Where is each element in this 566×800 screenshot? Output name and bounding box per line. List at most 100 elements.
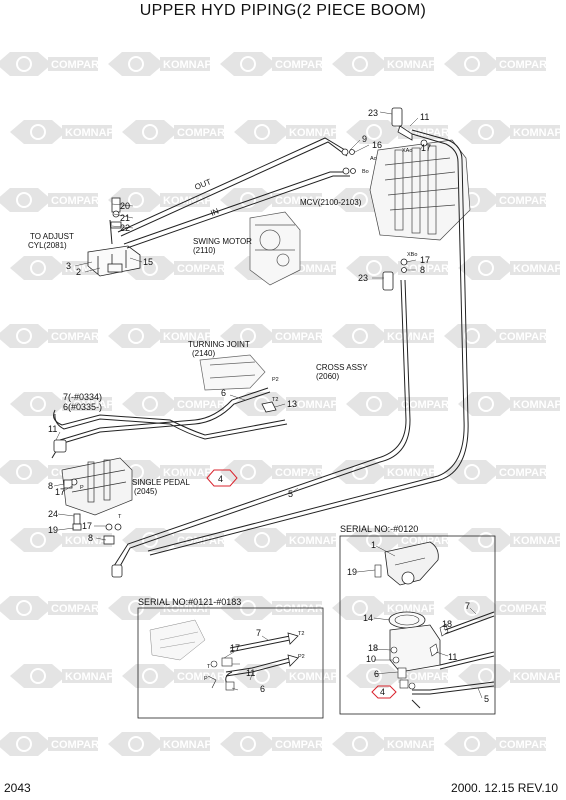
inset-a-callout-14: 14 bbox=[363, 613, 373, 623]
watermark-text: KOMNAPT bbox=[289, 263, 345, 275]
watermark-tile: COMPART bbox=[122, 256, 232, 280]
label-to-adjust-2: CYL(2081) bbox=[28, 241, 67, 250]
adjust-valve-block bbox=[87, 245, 141, 277]
watermark-tile: KOMNAPT bbox=[108, 732, 219, 756]
callout-23-mid: 23 bbox=[358, 273, 368, 283]
watermark-text: COMPART bbox=[177, 127, 232, 139]
callout-17-top: 17 bbox=[421, 143, 431, 153]
callout-16: 16 bbox=[372, 140, 382, 150]
watermark-tile: COMPART bbox=[220, 324, 330, 348]
callout-23-top: 23 bbox=[368, 108, 378, 118]
watermark-text: KOMNAPT bbox=[163, 603, 219, 615]
label-out: OUT bbox=[193, 177, 212, 192]
watermark-text: KOMNAPT bbox=[289, 535, 345, 547]
watermark-text: COMPART bbox=[401, 127, 456, 139]
watermark-text: KOMNAPT bbox=[513, 399, 566, 411]
main-callouts: 23 11 9 16 17 20 21 22 3 2 15 23 17 8 6 … bbox=[48, 108, 431, 543]
label-cross-assy-2: (2060) bbox=[316, 372, 339, 381]
swing-motor bbox=[249, 211, 301, 286]
label-mcv: MCV(2100-2103) bbox=[300, 198, 362, 207]
label-turning-joint-2: (2140) bbox=[192, 349, 215, 358]
callout-17-mid: 17 bbox=[420, 255, 430, 265]
watermark-text: KOMNAPT bbox=[387, 739, 443, 751]
revision-date: 2000. 12.15 REV.10 bbox=[451, 781, 558, 795]
watermark-tile: KOMNAPT bbox=[332, 596, 443, 620]
callout-17-left: 17 bbox=[55, 487, 65, 497]
label-part-7-range: 7(-#0334) bbox=[63, 392, 102, 402]
watermark-tile: KOMNAPT bbox=[10, 664, 121, 688]
callout-11-top: 11 bbox=[420, 112, 429, 122]
watermark-text: KOMNAPT bbox=[513, 671, 566, 683]
inset-a-callout-7: 7 bbox=[465, 601, 470, 611]
watermark-tile: COMPART bbox=[122, 120, 232, 144]
watermark-tile: KOMNAPT bbox=[108, 596, 219, 620]
watermark-tile: COMPART bbox=[122, 392, 232, 416]
watermark-text: COMPART bbox=[499, 331, 554, 343]
watermark-tile: KOMNAPT bbox=[332, 732, 443, 756]
watermark-text: COMPART bbox=[51, 331, 106, 343]
watermark-tile: COMPART bbox=[346, 120, 456, 144]
watermark-tile: COMPART bbox=[444, 596, 554, 620]
watermark-text: COMPART bbox=[401, 399, 456, 411]
callout-22: 22 bbox=[120, 223, 130, 233]
watermark-text: KOMNAPT bbox=[65, 127, 121, 139]
callout-4-main: 4 bbox=[218, 474, 223, 484]
port-xbo: XBo bbox=[407, 252, 417, 258]
watermark-text: KOMNAPT bbox=[65, 671, 121, 683]
port-p: P bbox=[80, 485, 84, 491]
watermark-text: COMPART bbox=[275, 195, 330, 207]
single-pedal bbox=[61, 457, 133, 516]
watermark-text: KOMNAPT bbox=[289, 127, 345, 139]
callout-4-hexagon bbox=[206, 469, 238, 487]
watermark-tile: KOMNAPT bbox=[458, 392, 566, 416]
watermark-text: COMPART bbox=[177, 671, 232, 683]
watermark-text: COMPART bbox=[401, 263, 456, 275]
inset-serial-0121-0183: SERIAL NO:#0121-#0183 17 7 11 6 T2 P2 T … bbox=[137, 597, 324, 719]
inset-b-callout-17: 17 bbox=[230, 643, 240, 653]
callout-17-low: 17 bbox=[82, 521, 92, 531]
watermark-text: KOMNAPT bbox=[387, 59, 443, 71]
watermark-tile: COMPART bbox=[220, 732, 330, 756]
watermark-text: KOMNAPT bbox=[513, 263, 566, 275]
turning-joint bbox=[199, 354, 266, 391]
callout-8-mid: 8 bbox=[420, 265, 425, 275]
watermark-text: COMPART bbox=[177, 263, 232, 275]
inset-b-port-p2: P2 bbox=[298, 654, 305, 660]
watermark-tile: KOMNAPT bbox=[458, 120, 566, 144]
out-in-lines bbox=[109, 137, 350, 249]
watermark-tile: KOMNAPT bbox=[234, 664, 345, 688]
leader-lines bbox=[53, 111, 425, 541]
inset-b-port-p: P bbox=[204, 676, 208, 682]
watermark-tile: KOMNAPT bbox=[332, 460, 443, 484]
watermark-text: KOMNAPT bbox=[163, 59, 219, 71]
label-single-pedal-2: (2045) bbox=[134, 487, 157, 496]
inset-a-callout-4: 4 bbox=[380, 687, 385, 697]
inset-b-port-t: T bbox=[207, 664, 211, 670]
label-turning-joint-1: TURNING JOINT bbox=[188, 340, 250, 349]
callout-19-left: 19 bbox=[48, 525, 58, 535]
watermark-text: KOMNAPT bbox=[513, 127, 566, 139]
callout-13: 13 bbox=[287, 399, 297, 409]
watermark-text: COMPART bbox=[51, 59, 106, 71]
label-cross-assy-1: CROSS ASSY bbox=[316, 363, 368, 372]
watermark-text: COMPART bbox=[499, 195, 554, 207]
watermark-text: COMPART bbox=[51, 195, 106, 207]
inset-a-callout-11: 11 bbox=[448, 652, 457, 662]
label-part-6-range: 6(#0335-) bbox=[63, 402, 102, 412]
watermark-text: COMPART bbox=[275, 739, 330, 751]
port-ao: Ao bbox=[370, 156, 377, 162]
inset-b-title: SERIAL NO:#0121-#0183 bbox=[138, 597, 241, 607]
watermark-tile: KOMNAPT bbox=[332, 52, 443, 76]
fittings bbox=[53, 107, 428, 578]
watermark-text: COMPART bbox=[275, 603, 330, 615]
inset-b-callout-11: 11 bbox=[246, 668, 255, 678]
mcv-body bbox=[369, 139, 471, 241]
watermark-text: KOMNAPT bbox=[513, 535, 566, 547]
watermark-tile: COMPART bbox=[0, 188, 106, 212]
watermark-tile: KOMNAPT bbox=[108, 188, 219, 212]
inset-a-callout-1: 1 bbox=[371, 540, 376, 550]
inset-a-callout-19: 19 bbox=[347, 567, 357, 577]
watermark-text: KOMNAPT bbox=[387, 331, 443, 343]
watermark-tile: KOMNAPT bbox=[10, 120, 121, 144]
